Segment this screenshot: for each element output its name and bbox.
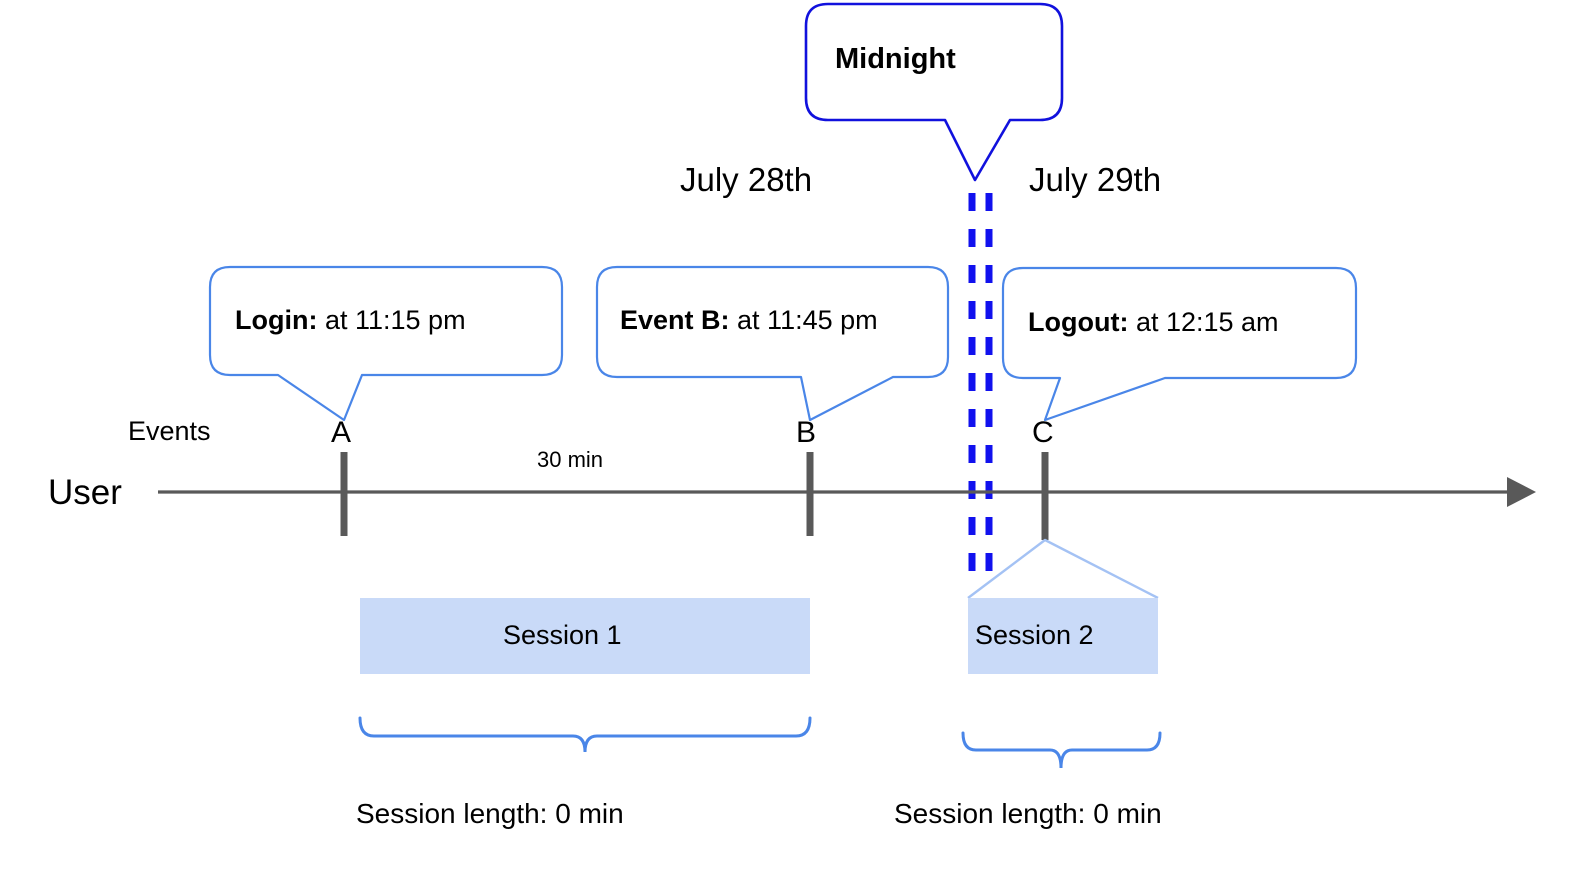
tick-label-a: A xyxy=(331,416,352,449)
midnight-dashed-lines xyxy=(968,193,993,582)
date-label-july-28: July 28th xyxy=(680,161,813,198)
session2-connector xyxy=(967,538,1159,600)
midnight-callout-shape xyxy=(804,2,1064,182)
session-2-label: Session 2 xyxy=(975,620,1094,650)
timeline-axis xyxy=(158,477,1536,507)
callout-shape-login xyxy=(208,265,564,422)
callout-login-rest: at 11:15 pm xyxy=(317,305,466,335)
session-2-length-label: Session length: 0 min xyxy=(894,798,1162,829)
callout-text-eventb: Event B: at 11:45 pm xyxy=(620,307,878,334)
callout-logout-bold: Logout: xyxy=(1028,307,1129,337)
callout-shape-eventb xyxy=(595,265,950,422)
date-label-july-29: July 29th xyxy=(1029,161,1162,198)
session-1-brace xyxy=(358,716,812,753)
session-2-brace xyxy=(961,731,1162,769)
callout-logout-rest: at 12:15 am xyxy=(1128,307,1279,337)
callout-text-login: Login: at 11:15 pm xyxy=(235,307,466,334)
tick-label-c: C xyxy=(1032,416,1054,449)
midnight-callout-label: Midnight xyxy=(835,43,956,75)
session-1-length-label: Session length: 0 min xyxy=(356,798,624,829)
tick-label-b: B xyxy=(796,416,817,449)
callout-shape-logout xyxy=(1001,266,1358,422)
interval-label-30-min: 30 min xyxy=(537,447,604,472)
row-label-events: Events xyxy=(128,416,211,446)
row-label-user: User xyxy=(48,473,122,512)
callout-eventb-rest: at 11:45 pm xyxy=(729,305,878,335)
callout-text-logout: Logout: at 12:15 am xyxy=(1028,309,1279,336)
callout-eventb-bold: Event B: xyxy=(620,305,730,335)
callout-login-bold: Login: xyxy=(235,305,318,335)
event-ticks xyxy=(340,452,1049,540)
session-1-label: Session 1 xyxy=(503,620,622,650)
